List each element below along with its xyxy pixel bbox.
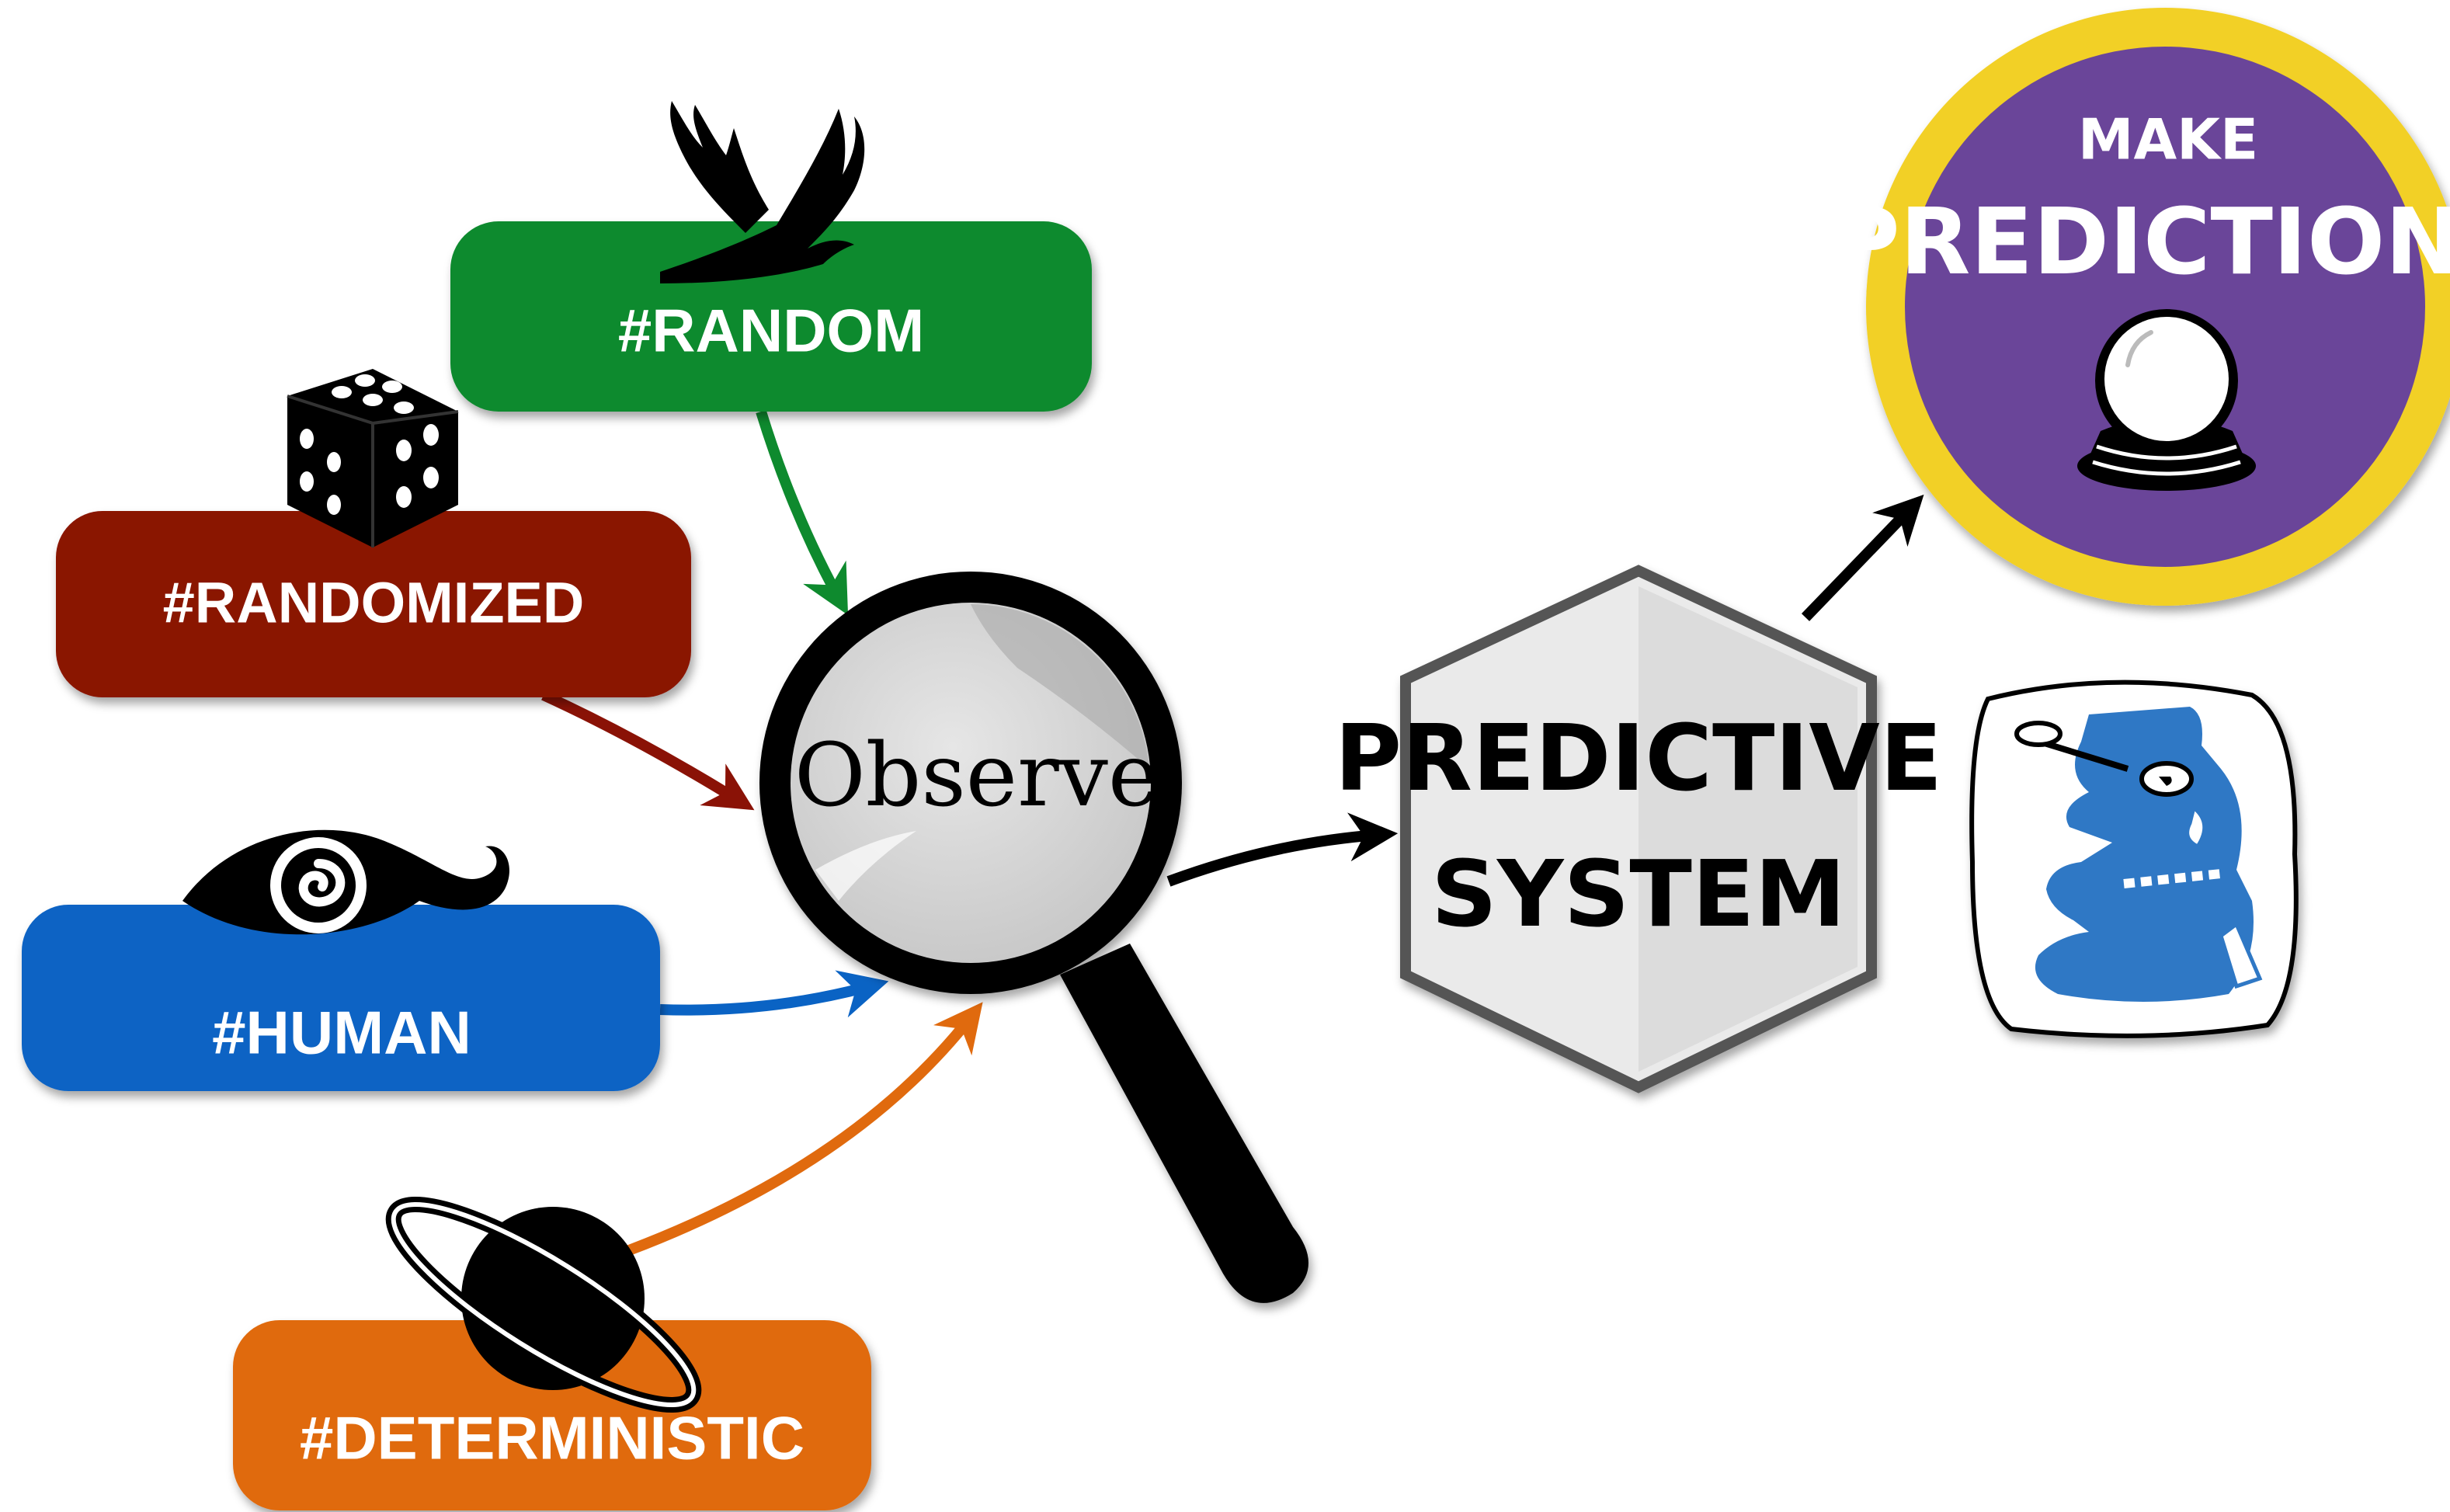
human-node: #HUMAN (22, 829, 660, 1091)
arrow-system-to-prediction (1801, 494, 1924, 621)
arrow-human-to-observe (659, 970, 889, 1018)
prediction-line2: PREDICTION! (1833, 188, 2450, 295)
maya-glyph-icon (2014, 707, 2263, 1002)
eye-icon (182, 829, 509, 935)
predictive-system-line2: SYSTEM (1431, 840, 1846, 947)
predictive-system-node: PREDICTIVE SYSTEM (1335, 565, 1943, 1093)
magnifying-glass-icon (759, 572, 1308, 1303)
randomized-label: #RANDOMIZED (163, 571, 585, 635)
planet-icon (385, 1197, 702, 1413)
arrow-randomized-to-observe (541, 690, 755, 811)
arrow-observe-to-system (1166, 812, 1399, 887)
observe-node: Observe (759, 572, 1308, 1303)
observe-label: Observe (794, 725, 1159, 826)
human-label: #HUMAN (212, 999, 471, 1067)
arrow-random-to-observe (756, 409, 849, 616)
randomized-node: #RANDOMIZED (56, 369, 691, 697)
make-prediction-node: MAKE PREDICTION! (1833, 8, 2450, 606)
maya-glyph-node (1969, 680, 2299, 1038)
crystal-ball-icon (2077, 309, 2256, 491)
deterministic-label: #DETERMINISTIC (300, 1404, 805, 1472)
arrow-deterministic-to-observe (627, 1002, 983, 1256)
prediction-line1: MAKE (2078, 107, 2258, 172)
dice-icon (287, 369, 459, 547)
predictive-system-line1: PREDICTIVE (1335, 704, 1943, 812)
random-label: #RANDOM (618, 297, 924, 365)
bird-icon (660, 101, 865, 283)
random-node: #RANDOM (450, 101, 1092, 412)
deterministic-node: #DETERMINISTIC (233, 1197, 871, 1510)
